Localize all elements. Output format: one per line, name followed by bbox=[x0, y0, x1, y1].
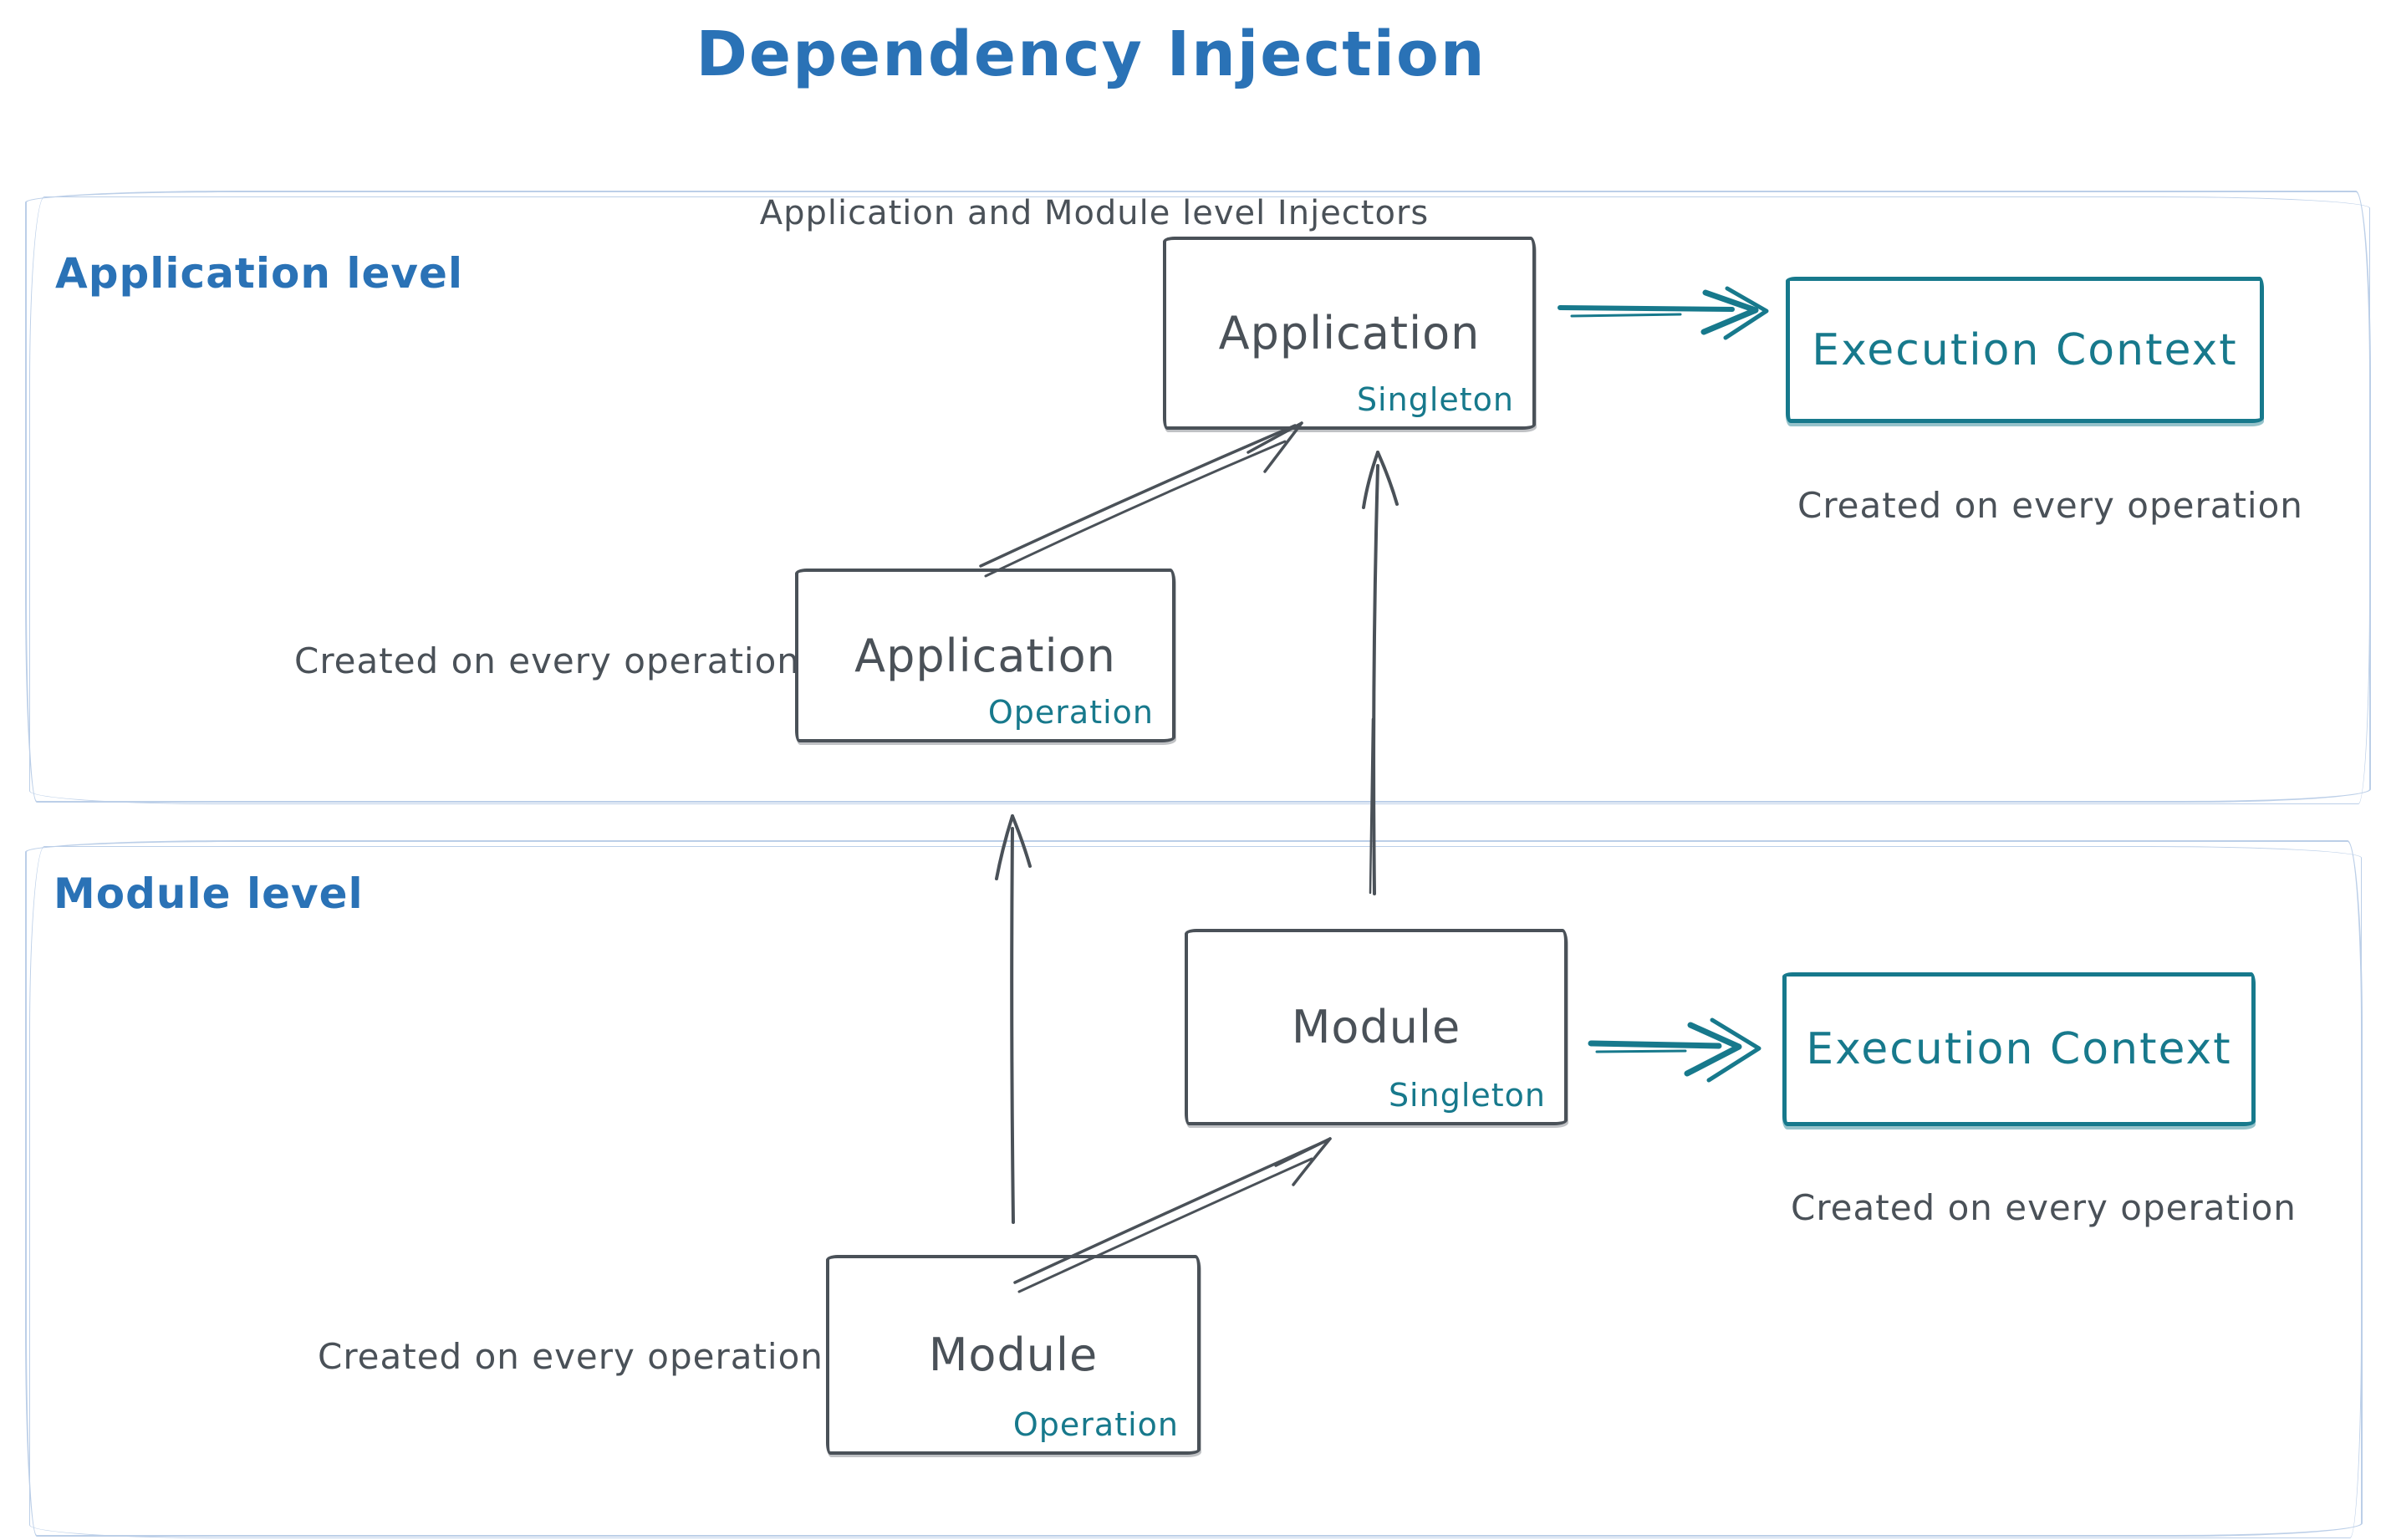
module-execution-context-title: Execution Context bbox=[1806, 1024, 2232, 1074]
application-operation-title: Application bbox=[854, 629, 1116, 682]
application-operation-badge: Operation bbox=[987, 694, 1154, 731]
module-operation-caption: Created on every operation bbox=[318, 1336, 823, 1377]
page-subtitle: Application and Module level Injectors bbox=[759, 194, 1430, 232]
module-level-label: Module level bbox=[54, 869, 364, 918]
module-singleton-badge: Singleton bbox=[1388, 1077, 1546, 1114]
module-operation-title: Module bbox=[928, 1328, 1099, 1381]
application-singleton-badge: Singleton bbox=[1356, 381, 1514, 418]
application-execution-caption: Created on every operation bbox=[1797, 485, 2303, 526]
module-execution-caption: Created on every operation bbox=[1791, 1187, 2297, 1228]
module-operation-badge: Operation bbox=[1012, 1406, 1179, 1443]
application-execution-context-box: Execution Context bbox=[1786, 277, 2264, 423]
application-level-label: Application level bbox=[55, 249, 464, 298]
application-execution-context-title: Execution Context bbox=[1812, 324, 2238, 375]
application-singleton-title: Application bbox=[1218, 307, 1481, 360]
module-singleton-title: Module bbox=[1291, 1001, 1461, 1053]
application-operation-caption: Created on every operation bbox=[294, 640, 800, 681]
application-singleton-box: Application Singleton bbox=[1163, 237, 1536, 430]
module-operation-box: Module Operation bbox=[826, 1255, 1201, 1455]
module-singleton-box: Module Singleton bbox=[1185, 929, 1568, 1125]
application-operation-box: Application Operation bbox=[795, 569, 1175, 742]
page-title: Dependency Injection bbox=[696, 18, 1486, 90]
module-execution-context-box: Execution Context bbox=[1782, 972, 2256, 1126]
